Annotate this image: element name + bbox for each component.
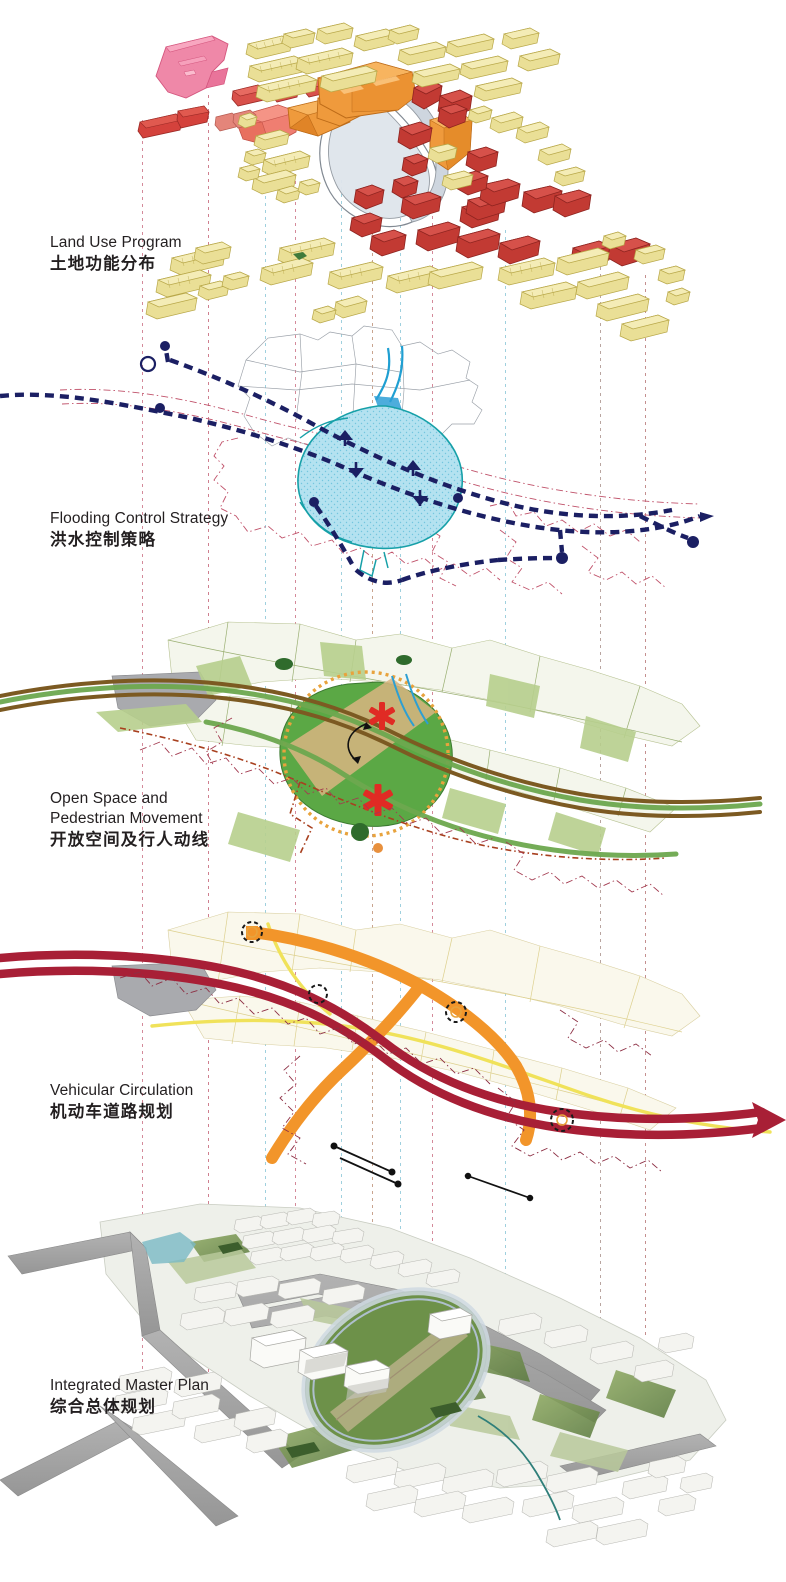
label-open-space-en-line2: Pedestrian Movement bbox=[50, 809, 203, 827]
label-vehicular-circulation-en: Vehicular Circulation bbox=[50, 1082, 194, 1099]
masterplan-buildings bbox=[113, 1207, 714, 1548]
openspace-orange-node bbox=[373, 843, 383, 853]
label-vehicular-circulation: Vehicular Circulation 机动车道路规划 bbox=[50, 1081, 193, 1122]
vehicular-interchange-node bbox=[241, 921, 574, 1132]
vehicular-site-boundary bbox=[119, 971, 663, 1173]
label-integrated-master-plan-en: Integrated Master Plan bbox=[50, 1377, 210, 1394]
vehicular-scale-arrow bbox=[330, 1142, 402, 1188]
landuse-block-pink bbox=[155, 35, 229, 99]
label-flooding-control: Flooding Control Strategy 洪水控制策略 bbox=[50, 509, 228, 550]
vehicular-road-arrowhead bbox=[752, 1102, 786, 1138]
flood-defence-southwest bbox=[314, 504, 354, 566]
landuse-block-residential bbox=[145, 22, 691, 342]
label-open-space: Open Space and Pedestrian Movement 开放空间及… bbox=[50, 789, 209, 850]
flood-parcel-lines bbox=[237, 325, 483, 447]
openspace-green-node bbox=[275, 658, 293, 670]
label-vehicular-circulation-zh: 机动车道路规划 bbox=[50, 1101, 174, 1121]
flood-node-marker bbox=[556, 552, 568, 564]
label-land-use-zh: 土地功能分布 bbox=[50, 253, 157, 273]
label-integrated-master-plan: Integrated Master Plan 综合总体规划 bbox=[50, 1376, 209, 1417]
flood-retention-basin bbox=[297, 405, 463, 550]
landuse-block-red-west bbox=[137, 105, 210, 139]
flood-node-marker bbox=[160, 341, 170, 351]
label-open-space-en-line1: Open Space and bbox=[50, 790, 168, 807]
landuse-green-accent bbox=[293, 252, 307, 260]
masterplan-water bbox=[142, 1232, 196, 1264]
openspace-arrowhead bbox=[352, 722, 372, 764]
flood-node-marker bbox=[453, 493, 463, 503]
vehicular-interchange-inner bbox=[246, 926, 568, 1126]
layer-flooding-control bbox=[0, 320, 786, 610]
label-flooding-control-en: Flooding Control Strategy bbox=[50, 510, 229, 527]
flood-node-marker bbox=[155, 403, 165, 413]
flood-node-ring bbox=[139, 355, 157, 373]
openspace-movement-spine bbox=[0, 678, 762, 819]
label-land-use-en: Land Use Program bbox=[50, 234, 182, 251]
flood-drainage-channel bbox=[375, 345, 404, 403]
openspace-creek bbox=[391, 673, 429, 727]
openspace-node-marker bbox=[362, 702, 396, 816]
openspace-green-node bbox=[351, 823, 369, 841]
label-flooding-control-zh: 洪水控制策略 bbox=[50, 529, 157, 549]
masterplan-towers bbox=[249, 1307, 473, 1400]
openspace-green-node bbox=[396, 655, 412, 665]
label-land-use: Land Use Program 土地功能分布 bbox=[50, 233, 182, 274]
flood-creek bbox=[359, 549, 389, 578]
masterplan-stream bbox=[477, 1415, 561, 1521]
layer-vehicular-circulation bbox=[0, 890, 786, 1200]
openspace-green-spine bbox=[0, 683, 763, 858]
flood-node-marker bbox=[687, 536, 699, 548]
layer-master-plan bbox=[0, 1170, 786, 1582]
layer-land-use bbox=[0, 0, 786, 342]
masterplan-dark-green bbox=[218, 1242, 462, 1458]
layer-open-space bbox=[0, 600, 786, 920]
openspace-boulevard bbox=[286, 678, 436, 796]
label-integrated-master-plan-zh: 综合总体规划 bbox=[50, 1396, 157, 1416]
landuse-block-orange bbox=[286, 61, 473, 171]
openspace-green-corridor bbox=[96, 642, 636, 862]
label-open-space-zh: 开放空间及行人动线 bbox=[50, 829, 210, 849]
flood-flow-stem bbox=[343, 432, 422, 506]
flood-node-marker bbox=[309, 497, 319, 507]
masterplan-pointer bbox=[464, 1172, 534, 1202]
vehicular-primary-road bbox=[0, 950, 767, 1140]
